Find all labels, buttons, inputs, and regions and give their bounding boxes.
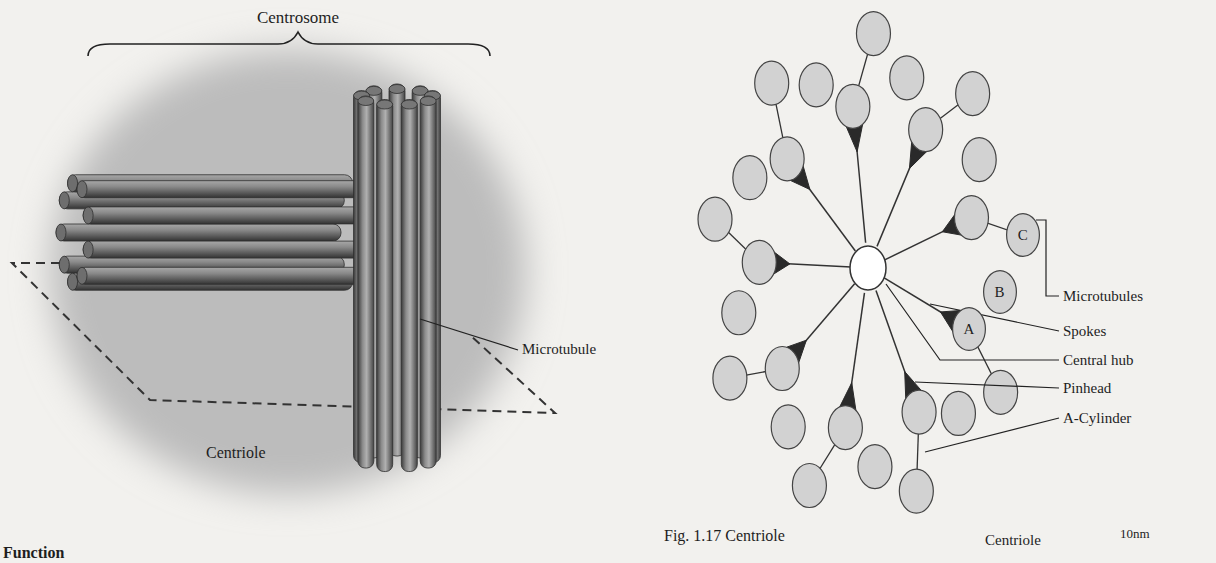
microtubule-circle	[856, 12, 890, 56]
microtubule-circle	[836, 84, 870, 128]
microtubule-circle	[902, 390, 936, 434]
microtubule-circle	[954, 196, 988, 240]
leader-line	[886, 284, 1059, 360]
a-c-linkers	[715, 34, 1023, 492]
microtubule-circle	[909, 108, 943, 152]
microtubule-circle	[962, 138, 996, 182]
microtubule-tube	[401, 100, 417, 472]
circle-shape	[952, 308, 985, 351]
part-label: Centriole	[206, 444, 266, 462]
spoke	[787, 284, 855, 367]
microtubule-circle	[858, 445, 892, 489]
spoke	[840, 293, 865, 412]
spoke	[771, 250, 851, 275]
microtubule-circle	[722, 291, 756, 335]
cytoplasm-shading	[50, 50, 526, 494]
microtubule-letter: A	[963, 321, 974, 338]
microtubule-circle	[899, 469, 933, 513]
circle-shape	[1006, 214, 1039, 257]
figure-caption: Fig. 1.17 Centriole	[664, 527, 785, 545]
leader-line	[420, 319, 518, 350]
leader-line	[925, 418, 1059, 452]
microtubule-circle	[765, 346, 799, 390]
microtubule-circle	[890, 56, 924, 100]
section-plane	[12, 263, 555, 413]
microtubule-circle	[771, 405, 805, 449]
microtubule-circle	[799, 63, 833, 107]
microtubule-tube	[420, 96, 436, 468]
microtubule-tube	[77, 181, 362, 198]
spoke	[884, 278, 961, 334]
part-label: Pinhead	[1063, 380, 1111, 397]
part-label: Centriole	[985, 532, 1041, 549]
microtubule-letter: C	[1018, 227, 1028, 244]
microtubule-circle	[792, 464, 826, 508]
part-label: Central hub	[1063, 352, 1133, 369]
microtubule-tube	[77, 267, 362, 284]
scale-note: 10nm	[1120, 526, 1150, 541]
circle-shape	[983, 271, 1016, 314]
microtubule-circle	[755, 61, 789, 105]
vertical-centriole	[354, 84, 441, 472]
microtubule-tube	[377, 100, 393, 472]
microtubule-letter: B	[995, 284, 1005, 301]
spoke	[791, 162, 856, 251]
microtubule-circle: A	[952, 307, 986, 351]
microtubule-circle	[698, 197, 732, 241]
part-label: Microtubule	[522, 341, 596, 358]
central-hub	[850, 246, 886, 290]
horizontal-centriole	[56, 175, 368, 290]
part-label: A-Cylinder	[1063, 410, 1131, 427]
spoke	[877, 138, 926, 246]
spoke	[846, 123, 865, 243]
leader-line	[915, 382, 1059, 388]
microtubule-circle	[941, 391, 975, 435]
microtubule-circle: B	[983, 270, 1017, 314]
section-heading: Function	[3, 544, 64, 562]
part-label: Microtubules	[1063, 288, 1143, 305]
centrosome-brace	[88, 32, 490, 56]
microtubule-circle	[770, 137, 804, 181]
microtubule-circle	[956, 72, 990, 116]
spoke	[884, 211, 962, 260]
microtubule-tube	[358, 96, 374, 468]
microtubule-circle	[984, 370, 1018, 414]
spoke	[876, 291, 921, 402]
microtubule-circle: C	[1006, 213, 1040, 257]
triplet-microtubules	[698, 12, 1018, 514]
microtubule-tube	[56, 224, 341, 241]
microtubule-tube	[83, 241, 368, 258]
part-label: Centrosome	[257, 8, 339, 27]
microtubule-tube	[83, 207, 368, 224]
leader-lines	[886, 220, 1059, 452]
microtubule-circle	[742, 240, 776, 284]
part-label: Spokes	[1063, 323, 1106, 340]
microtubule-circle	[713, 356, 747, 400]
microtubule-circle	[733, 156, 767, 200]
microtubule-circle	[828, 406, 862, 450]
